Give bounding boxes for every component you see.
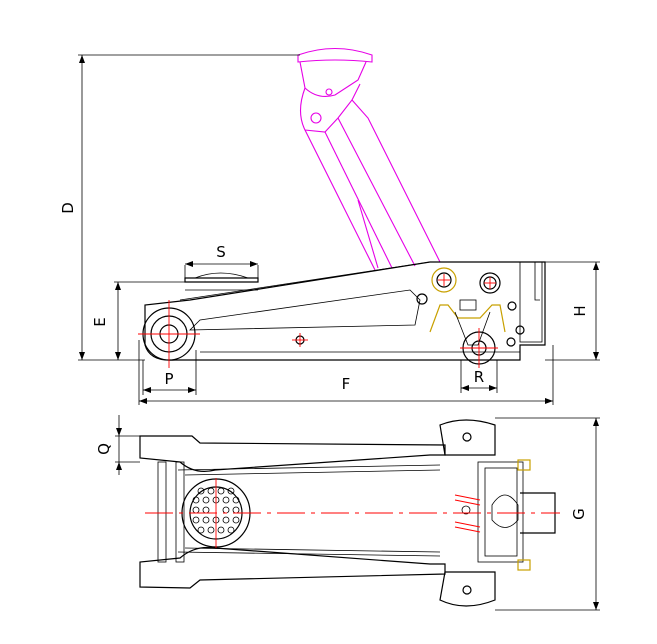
- handle: [297, 48, 441, 271]
- label-r: R: [474, 368, 484, 386]
- saddle: [184, 265, 259, 291]
- pump-assembly: [292, 267, 525, 347]
- label-g: G: [570, 508, 588, 520]
- label-s: S: [216, 243, 226, 261]
- side-view: [78, 48, 600, 405]
- label-h: H: [571, 305, 589, 316]
- front-wheel: [138, 300, 200, 368]
- label-e: E: [91, 317, 109, 326]
- side-dimensions: [78, 54, 600, 405]
- label-f: F: [342, 375, 351, 393]
- rear-wheel: [460, 328, 498, 368]
- top-view: [115, 415, 600, 611]
- label-d: D: [59, 202, 77, 214]
- label-q: Q: [95, 443, 113, 455]
- label-p: P: [164, 370, 173, 388]
- top-dimensions: [115, 415, 600, 611]
- dimension-labels: D E S P F R H Q G: [59, 202, 589, 520]
